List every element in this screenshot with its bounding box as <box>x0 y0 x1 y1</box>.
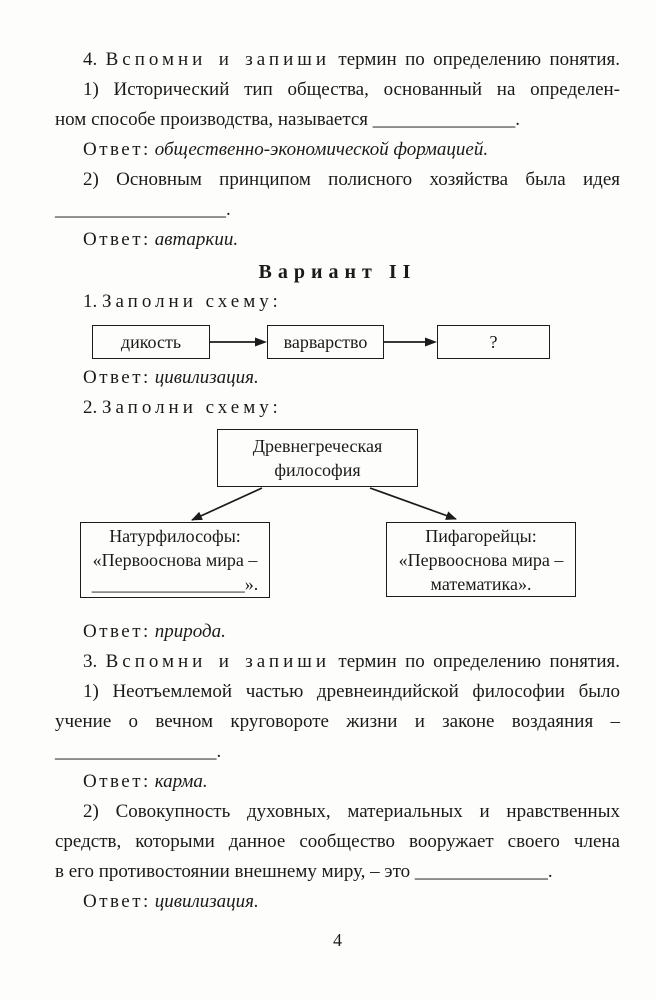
scheme1-diagram: дикость варварство ? <box>92 325 620 359</box>
task3-q1-line1: 1) Неотъемлемой частью древнеиндийской ф… <box>83 681 620 702</box>
task3-heading-rest: термин по определению понятия. <box>338 651 620 672</box>
exercise4-q2-blank-line: __________________. <box>55 199 231 220</box>
exercise4-heading-spaced: Вспомни и запиши <box>105 49 331 70</box>
scheme2-box-pythagoreans: Пифагорейцы: «Первооснова мира – математ… <box>386 522 576 597</box>
scheme1-box-barbarism: варварство <box>267 325 384 359</box>
variant2-answer2: Ответ:природа. <box>55 617 620 647</box>
page-content: 4. Вспомни и запиши термин по определени… <box>55 45 620 950</box>
task2-number: 2. <box>83 397 98 418</box>
answer-label: Ответ: <box>83 621 151 642</box>
answer-text: карма. <box>154 771 208 792</box>
answer-label: Ответ: <box>83 139 151 160</box>
answer-label: Ответ: <box>83 771 151 792</box>
task3-q2-line2: средств, которыми данное сообщество воор… <box>55 831 620 852</box>
box-line-blank: _________________». <box>91 574 259 594</box>
exercise4-answer1: Ответ:общественно-экономической формацие… <box>55 135 620 165</box>
page-number: 4 <box>333 930 342 950</box>
exercise4-q1-line1: 1) Исторический тип общества, основанный… <box>83 79 620 100</box>
task3-q2-line1: 2) Совокупность духовных, материальных и… <box>83 801 620 822</box>
branch-arrows-icon <box>191 487 457 521</box>
exercise4-heading-rest: термин по определению понятия. <box>338 49 620 70</box>
box-line: «Первооснова мира – <box>398 549 564 570</box>
variant2-title: Вариант II <box>258 261 417 283</box>
exercise4-q1-line2: ном способе производства, называется ___… <box>55 109 521 130</box>
answer-label: Ответ: <box>83 891 151 912</box>
variant2-task2: 2. Заполни схему: <box>55 393 620 423</box>
answer-text: цивилизация. <box>154 367 259 388</box>
task3-answer2: Ответ:цивилизация. <box>55 887 620 917</box>
task3-q1-line2: учение о вечном круговороте жизни и зако… <box>55 711 620 732</box>
exercise4-answer2: Ответ:автаркии. <box>55 225 620 255</box>
variant2-task3-heading: 3. Вспомни и запиши термин по определени… <box>55 647 620 677</box>
task3-q2-line3: в его противостоянии внешнему миру, – эт… <box>55 861 553 882</box>
arrow-right-icon <box>210 337 267 347</box>
scheme1-box-savagery: дикость <box>92 325 210 359</box>
exercise4-heading-number: 4. <box>83 49 98 70</box>
task1-number: 1. <box>83 291 98 312</box>
task3-number: 3. <box>83 651 98 672</box>
scheme2-box-natural-philosophers: Натурфилософы: «Первооснова мира – _____… <box>80 522 270 598</box>
answer-label: Ответ: <box>83 367 151 388</box>
task3-heading-spaced: Вспомни и запиши <box>105 651 331 672</box>
box-line: Натурфилософы: <box>109 526 241 546</box>
variant2-answer1: Ответ:цивилизация. <box>55 363 620 393</box>
box-line: «Первооснова мира – <box>92 550 258 570</box>
answer-text: природа. <box>154 621 226 642</box>
scheme2-box-greek-philosophy: Древнегреческая философия <box>217 429 418 487</box>
box-line: математика». <box>430 573 532 594</box>
scheme2-diagram: Древнегреческая философия Натурфилософы:… <box>55 429 620 611</box>
exercise4-heading: 4. Вспомни и запиши термин по определени… <box>55 45 620 75</box>
task2-label: Заполни схему: <box>102 397 282 418</box>
exercise4-q2-line1: 2) Основным принципом полисного хозяйств… <box>83 169 620 190</box>
scheme1-box-question: ? <box>437 325 550 359</box>
box-line: Пифагорейцы: <box>425 525 537 546</box>
task3-answer1: Ответ:карма. <box>55 767 620 797</box>
answer-text: автаркии. <box>154 229 239 250</box>
answer-text: цивилизация. <box>154 891 259 912</box>
task3-q1-blank-line: _________________. <box>55 741 222 762</box>
task1-label: Заполни схему: <box>102 291 282 312</box>
answer-text: общественно-экономической формацией. <box>154 139 489 160</box>
arrow-right-icon <box>384 337 437 347</box>
variant2-task1: 1. Заполни схему: <box>55 287 620 317</box>
answer-label: Ответ: <box>83 229 151 250</box>
